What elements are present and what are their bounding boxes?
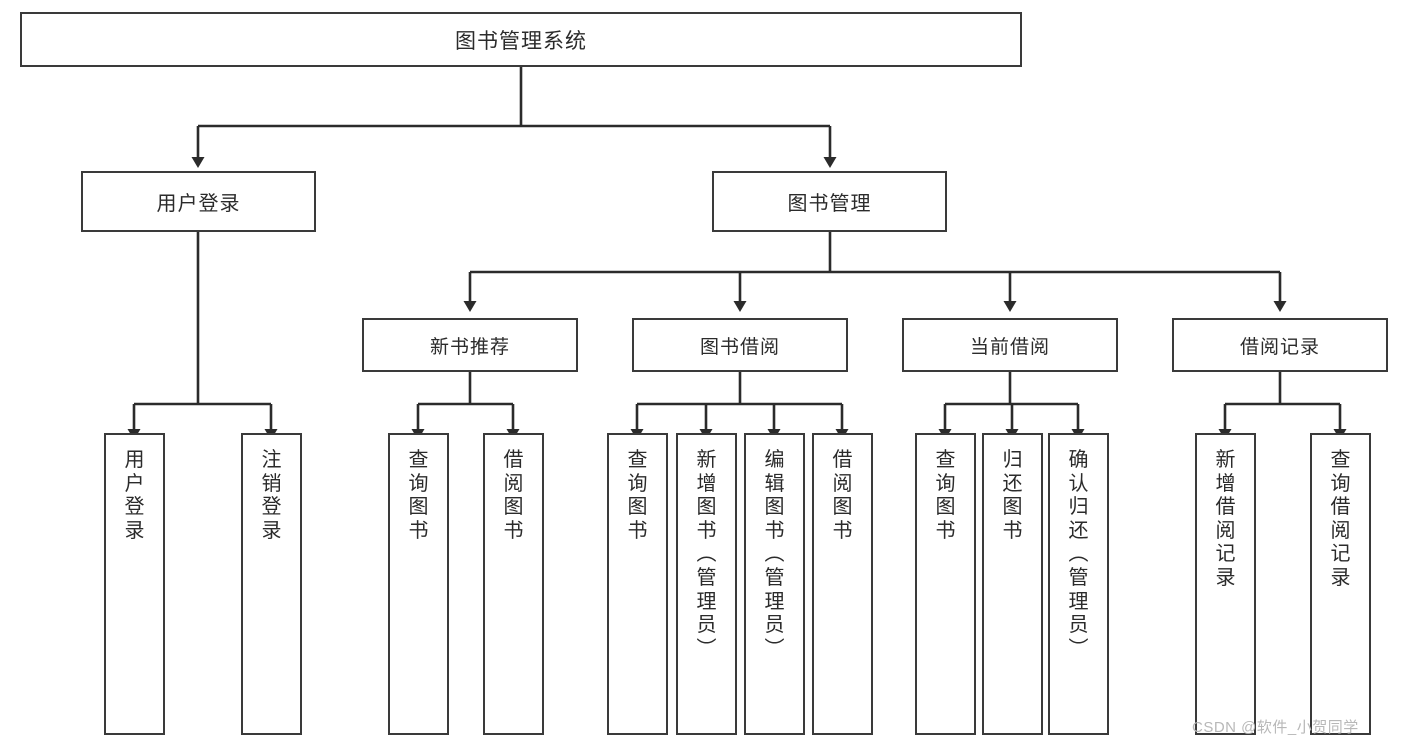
leaf-query-record[interactable]: 查询借阅记录 (1310, 433, 1371, 735)
leaf-query-book-3-label: 查询图书 (935, 449, 956, 542)
leaf-user-login-label: 用户登录 (124, 449, 145, 542)
node-current-borrow-label: 当前借阅 (969, 336, 1050, 358)
leaf-query-book-2[interactable]: 查询图书 (607, 433, 668, 735)
node-book-borrow-label: 图书借阅 (699, 336, 780, 358)
leaf-edit-book[interactable]: 编辑图书︵管理员︶ (744, 433, 805, 735)
leaf-edit-book-label: 编辑图书︵管理员︶ (764, 449, 785, 660)
leaf-borrow-book-1-label: 借阅图书 (503, 449, 524, 542)
node-new-book-recommend[interactable]: 新书推荐 (362, 318, 578, 372)
node-book-borrow[interactable]: 图书借阅 (632, 318, 848, 372)
node-root-label: 图书管理系统 (455, 29, 587, 53)
leaf-return-book-label: 归还图书 (1002, 449, 1023, 542)
node-user-login-label: 用户登录 (156, 193, 241, 215)
node-book-manage[interactable]: 图书管理 (712, 171, 947, 232)
leaf-logout-login[interactable]: 注销登录 (241, 433, 302, 735)
leaf-query-book-2-label: 查询图书 (627, 449, 648, 542)
leaf-query-record-label: 查询借阅记录 (1330, 449, 1351, 589)
csdn-watermark: CSDN @软件_小贺同学 (1192, 719, 1359, 736)
leaf-borrow-book-1[interactable]: 借阅图书 (483, 433, 544, 735)
leaf-logout-login-label: 注销登录 (261, 449, 282, 542)
leaf-query-book-1-label: 查询图书 (408, 449, 429, 542)
leaf-add-record-label: 新增借阅记录 (1215, 449, 1236, 589)
node-book-manage-label: 图书管理 (787, 193, 872, 215)
node-current-borrow[interactable]: 当前借阅 (902, 318, 1118, 372)
leaf-user-login[interactable]: 用户登录 (104, 433, 165, 735)
node-borrow-record[interactable]: 借阅记录 (1172, 318, 1388, 372)
leaf-confirm-return-label: 确认归还︵管理员︶ (1068, 449, 1089, 660)
leaf-query-book-3[interactable]: 查询图书 (915, 433, 976, 735)
leaf-return-book[interactable]: 归还图书 (982, 433, 1043, 735)
node-borrow-record-label: 借阅记录 (1239, 336, 1320, 358)
leaf-add-record[interactable]: 新增借阅记录 (1195, 433, 1256, 735)
leaf-add-book[interactable]: 新增图书︵管理员︶ (676, 433, 737, 735)
leaf-query-book-1[interactable]: 查询图书 (388, 433, 449, 735)
node-new-book-recommend-label: 新书推荐 (429, 336, 510, 358)
leaf-add-book-label: 新增图书︵管理员︶ (696, 449, 717, 660)
node-root[interactable]: 图书管理系统 (20, 12, 1022, 67)
leaf-borrow-book-2[interactable]: 借阅图书 (812, 433, 873, 735)
node-user-login[interactable]: 用户登录 (81, 171, 316, 232)
leaf-confirm-return[interactable]: 确认归还︵管理员︶ (1048, 433, 1109, 735)
leaf-borrow-book-2-label: 借阅图书 (832, 449, 853, 542)
